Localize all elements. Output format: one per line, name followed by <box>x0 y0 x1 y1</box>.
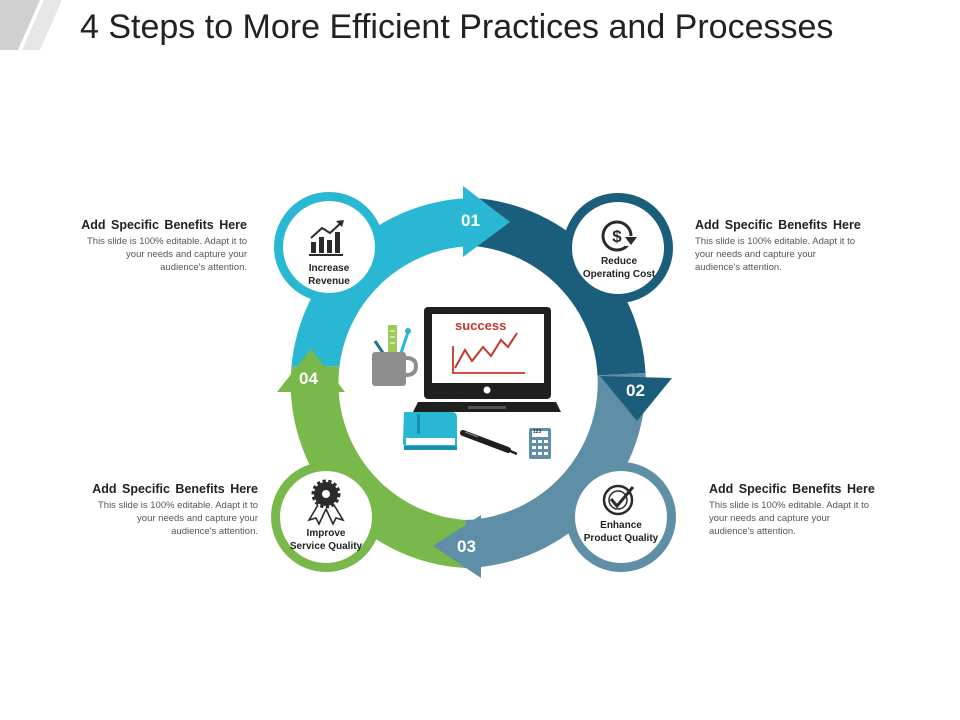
node-label-line2: Product Quality <box>583 533 659 544</box>
node-step-4 <box>271 462 381 572</box>
arrowhead-step-1 <box>463 186 510 257</box>
arc-step-4 <box>290 366 466 568</box>
step-number-2: 02 <box>626 381 645 400</box>
svg-text:$: $ <box>612 227 622 246</box>
dollar-reduce-icon: $ <box>601 220 637 252</box>
arrowhead-step-4 <box>277 349 345 392</box>
node-label-line1: Reduce <box>600 256 638 267</box>
node-label-step-1: Increase Revenue <box>274 262 384 288</box>
arc-step-1 <box>291 198 475 367</box>
benefit-body: This slide is 100% editable. Adapt it to… <box>695 236 856 273</box>
benefit-heading: Add Specific Benefits Here <box>81 218 247 232</box>
node-label-line1: Improve <box>306 528 346 539</box>
calculator-icon <box>529 428 551 459</box>
node-label-line2: Operating Cost <box>582 269 656 280</box>
arrowhead-step-2 <box>600 376 672 421</box>
calculator-display-text: 123 <box>533 429 542 435</box>
node-label-step-2: Reduce Operating Cost <box>564 255 674 281</box>
bar-chart-growth-icon <box>309 220 344 256</box>
benefit-heading: Add Specific Benefits Here <box>695 218 861 232</box>
node-label-line2: Service Quality <box>289 541 363 552</box>
arrowhead-step-3 <box>433 515 481 578</box>
quality-check-icon <box>602 484 635 516</box>
pen-cup-icon <box>372 325 419 386</box>
node-step-3 <box>566 462 676 572</box>
node-label-line2: Revenue <box>308 276 350 287</box>
benefit-body: This slide is 100% editable. Adapt it to… <box>86 236 247 273</box>
screen-success-text: success <box>455 318 507 333</box>
node-label-step-4: Improve Service Quality <box>271 527 381 553</box>
step-number-3: 03 <box>457 537 476 556</box>
page-title: 4 Steps to More Efficient Practices and … <box>80 8 834 46</box>
award-gear-icon <box>307 479 345 526</box>
node-label-line1: Enhance <box>600 520 642 531</box>
book-icon <box>403 412 457 450</box>
benefit-heading: Add Specific Benefits Here <box>709 482 875 496</box>
benefit-body: This slide is 100% editable. Adapt it to… <box>709 500 870 537</box>
pen-icon <box>460 430 518 456</box>
benefit-heading: Add Specific Benefits Here <box>92 482 258 496</box>
benefit-body: This slide is 100% editable. Adapt it to… <box>97 500 258 537</box>
benefit-block-step-3: Add Specific Benefits Here This slide is… <box>709 482 899 538</box>
node-label-step-3: Enhance Product Quality <box>566 519 676 545</box>
corner-decoration <box>0 0 62 50</box>
step-number-4: 04 <box>299 369 318 388</box>
node-step-2 <box>563 193 673 303</box>
benefit-block-step-1: Add Specific Benefits Here This slide is… <box>57 218 247 274</box>
benefit-block-step-4: Add Specific Benefits Here This slide is… <box>68 482 258 538</box>
laptop-icon <box>413 307 561 412</box>
node-label-line1: Increase <box>308 263 350 274</box>
arc-step-3 <box>464 373 646 568</box>
arc-step-2 <box>473 198 646 376</box>
benefit-block-step-2: Add Specific Benefits Here This slide is… <box>695 218 885 274</box>
step-number-1: 01 <box>461 211 480 230</box>
